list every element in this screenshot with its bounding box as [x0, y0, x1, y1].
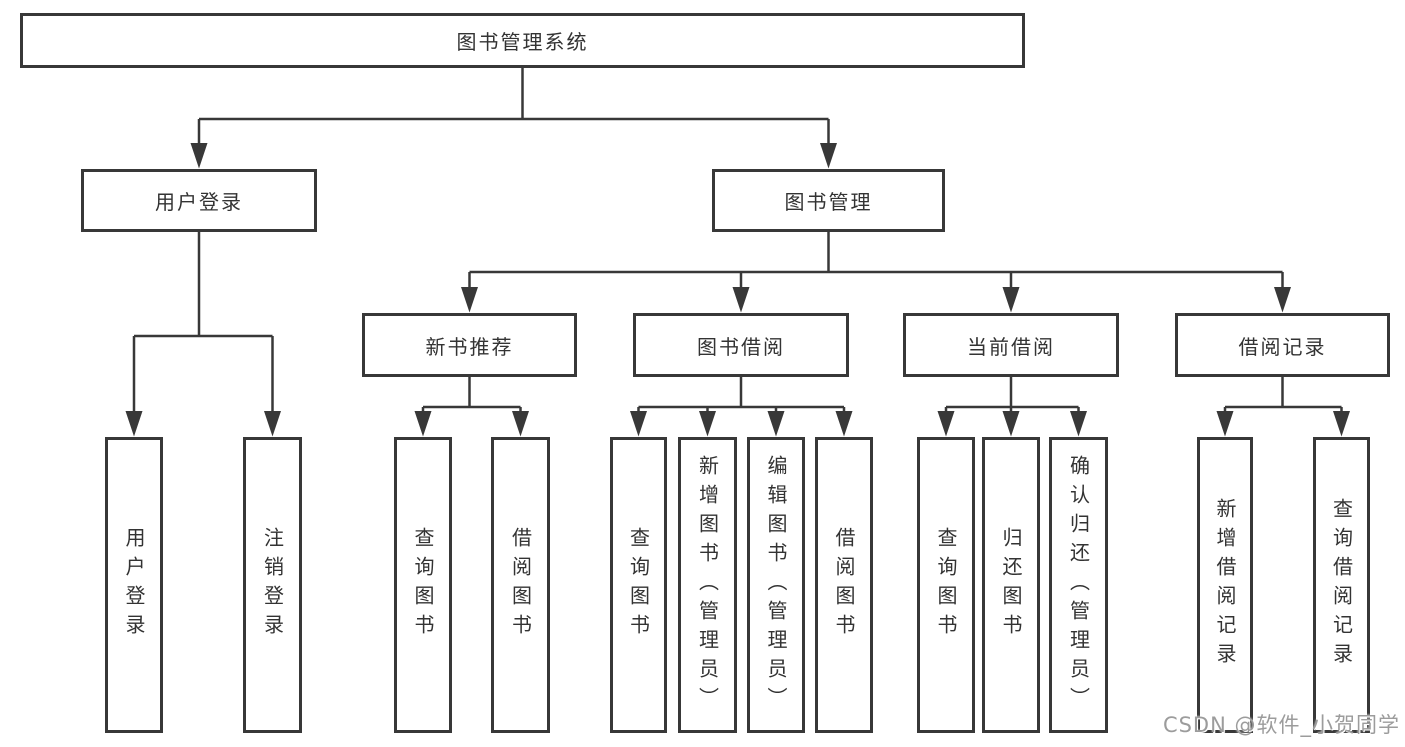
leaf-logout-login: 注销登录 [243, 437, 302, 733]
leaf-query-book-recommend-label: 查询图书 [411, 527, 435, 643]
leaf-confirm-return-admin-label: 确认归还（管理员） [1066, 454, 1091, 716]
leaf-return-book: 归还图书 [982, 437, 1040, 733]
node-library-system-label: 图书管理系统 [456, 30, 589, 54]
node-new-book-recommend-label: 新书推荐 [425, 334, 514, 359]
node-book-management-label: 图书管理 [784, 190, 873, 214]
leaf-query-borrow-record: 查询借阅记录 [1313, 437, 1370, 733]
leaf-query-book-recommend: 查询图书 [394, 437, 452, 733]
node-current-borrow-label: 当前借阅 [967, 334, 1055, 359]
node-user-login: 用户登录 [81, 169, 317, 232]
node-library-system: 图书管理系统 [20, 13, 1025, 68]
leaf-confirm-return-admin: 确认归还（管理员） [1049, 437, 1108, 733]
leaf-add-book-admin: 新增图书（管理员） [678, 437, 737, 733]
leaf-query-book-borrow: 查询图书 [610, 437, 667, 733]
leaf-borrow-book-label: 借阅图书 [832, 527, 856, 643]
leaf-user-login-label: 用户登录 [122, 527, 146, 643]
node-book-management: 图书管理 [712, 169, 945, 232]
leaf-edit-book-admin-label: 编辑图书（管理员） [764, 454, 788, 716]
csdn-watermark: CSDN @软件_小贺同学 [1162, 713, 1400, 737]
node-book-borrow: 图书借阅 [633, 313, 849, 377]
leaf-query-borrow-record-label: 查询借阅记录 [1329, 498, 1354, 672]
leaf-query-book-current: 查询图书 [917, 437, 975, 733]
node-book-borrow-label: 图书借阅 [697, 334, 785, 359]
leaf-add-book-admin-label: 新增图书（管理员） [695, 454, 720, 716]
node-borrow-records: 借阅记录 [1175, 313, 1390, 377]
leaf-borrow-book: 借阅图书 [815, 437, 873, 733]
leaf-query-book-current-label: 查询图书 [934, 527, 958, 643]
leaf-logout-login-label: 注销登录 [260, 527, 285, 643]
leaf-user-login: 用户登录 [105, 437, 163, 733]
leaf-query-book-borrow-label: 查询图书 [626, 527, 651, 643]
node-borrow-records-label: 借阅记录 [1238, 334, 1327, 359]
leaf-add-borrow-record: 新增借阅记录 [1197, 437, 1253, 733]
leaf-edit-book-admin: 编辑图书（管理员） [747, 437, 805, 733]
leaf-add-borrow-record-label: 新增借阅记录 [1213, 498, 1237, 672]
node-user-login-label: 用户登录 [155, 190, 243, 214]
leaf-borrow-book-recommend: 借阅图书 [491, 437, 550, 733]
leaf-borrow-book-recommend-label: 借阅图书 [508, 527, 533, 643]
node-current-borrow: 当前借阅 [903, 313, 1119, 377]
leaf-return-book-label: 归还图书 [999, 527, 1023, 643]
node-new-book-recommend: 新书推荐 [362, 313, 577, 377]
